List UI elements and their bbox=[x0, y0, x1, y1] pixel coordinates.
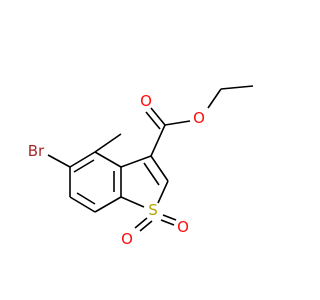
bond-c4-c5 bbox=[69, 151, 96, 168]
bond-s1-o-down-a bbox=[134, 217, 148, 229]
bond-c4-c5-inner bbox=[73, 159, 95, 173]
atom-label-o-sulfonyl-right: O bbox=[177, 218, 189, 236]
bond-c6-c7 bbox=[69, 196, 96, 213]
bond-c3-c2-inner bbox=[143, 162, 160, 186]
atom-label-o-carbonyl: O bbox=[140, 92, 152, 110]
bond-c7-c7a bbox=[94, 196, 122, 213]
bond-s1-o-right-a bbox=[162, 214, 177, 221]
bond-c6-c7-inner bbox=[76, 192, 96, 205]
molecule-structure: Br S O O O O bbox=[0, 0, 300, 300]
bond-c4-c3a bbox=[94, 133, 122, 153]
atom-label-s: S bbox=[148, 201, 158, 219]
atom-label-br: Br bbox=[28, 142, 45, 160]
bond-oester-ch2 bbox=[207, 88, 222, 109]
bond-c5-br bbox=[47, 154, 71, 168]
atom-label-o-ester: O bbox=[193, 109, 205, 127]
bond-ccarbonyl-oester bbox=[164, 120, 191, 126]
bond-c3a-c4 bbox=[94, 151, 122, 168]
bonds bbox=[47, 85, 254, 232]
bond-ch2-ch3 bbox=[220, 85, 254, 90]
atom-label-o-sulfonyl-down: O bbox=[121, 230, 133, 248]
bond-c2-s1 bbox=[157, 180, 169, 204]
bond-c3-c2 bbox=[150, 155, 169, 182]
bond-ccarbonyl-o-b bbox=[145, 111, 161, 130]
bond-s1-o-right-b bbox=[160, 219, 175, 226]
canvas-background bbox=[0, 0, 300, 300]
bond-s1-o-down-b bbox=[139, 220, 153, 232]
atom-labels: Br S O O O O bbox=[28, 92, 205, 248]
bond-c3-ccarbonyl bbox=[150, 124, 166, 157]
bond-c3a-c3 bbox=[120, 155, 152, 168]
bond-ccarbonyl-o-a bbox=[150, 107, 166, 126]
bond-s1-c7a bbox=[120, 196, 145, 208]
